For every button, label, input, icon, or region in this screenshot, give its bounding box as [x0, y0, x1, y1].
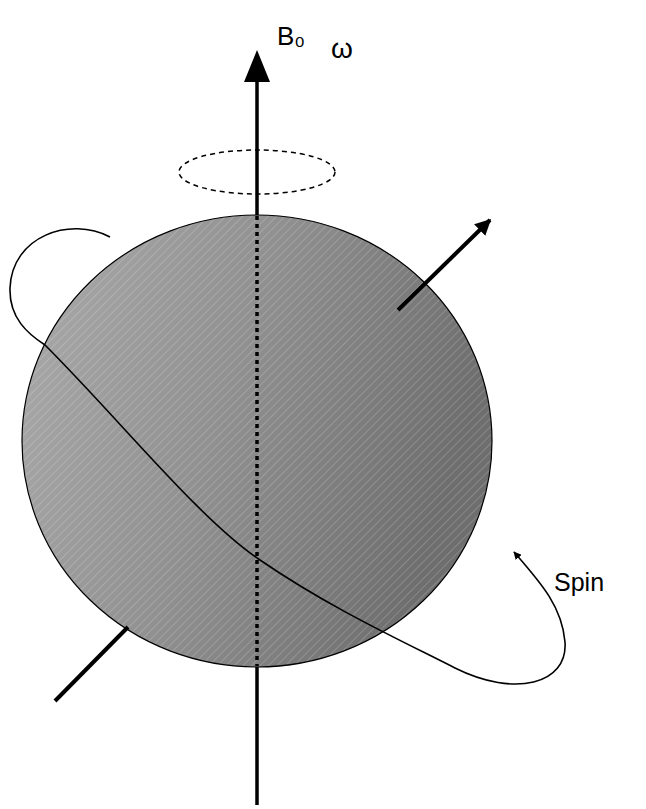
- spin-label: Spin: [554, 569, 604, 597]
- field-axis-lower: [255, 666, 259, 805]
- frequency-label: ω: [331, 34, 353, 65]
- nucleus-hatch: [22, 215, 492, 667]
- field-axis-hidden: [255, 216, 259, 666]
- nucleus-sphere: [22, 215, 492, 667]
- field-label: B₀: [277, 22, 305, 51]
- spin-rotation-arrow: [10, 229, 565, 684]
- spin-axis-lower: [55, 627, 128, 701]
- spin-axis-upper: [398, 220, 490, 310]
- field-arrowhead: [244, 50, 270, 82]
- precession-path: [179, 150, 335, 194]
